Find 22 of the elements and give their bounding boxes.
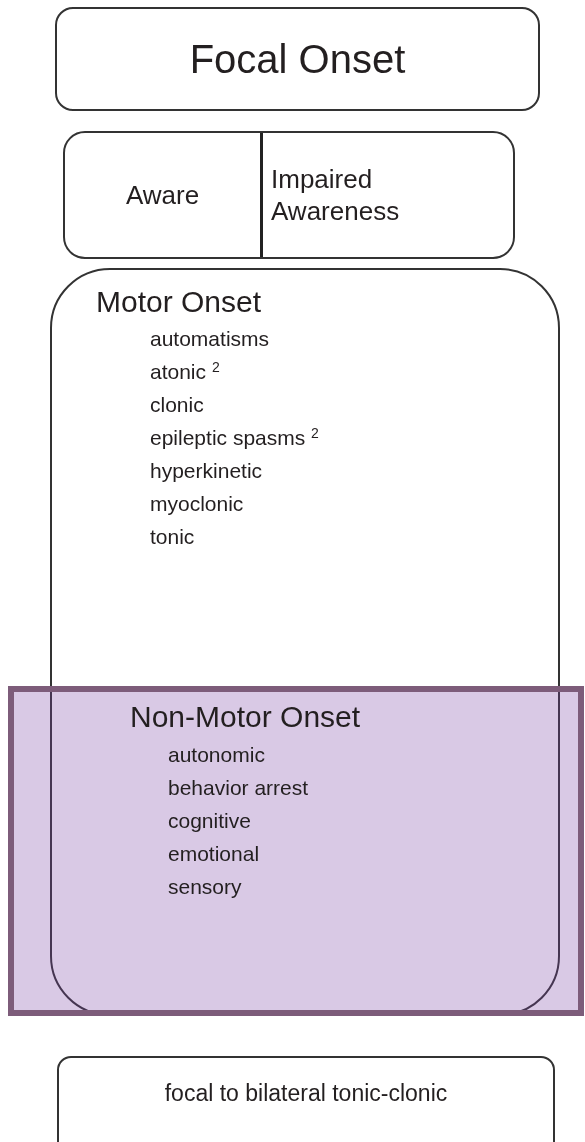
rounded-box xyxy=(55,7,540,111)
list-item: emotional xyxy=(168,841,260,867)
rounded-box xyxy=(57,1056,555,1142)
box-label: Impaired Awareness xyxy=(271,163,401,227)
list-item: autonomic xyxy=(168,742,265,768)
list-item: hyperkinetic xyxy=(150,458,263,484)
section-heading: Non-Motor Onset xyxy=(130,699,361,735)
list-item: myoclonic xyxy=(150,491,244,517)
list-item: automatisms xyxy=(150,326,270,352)
section-heading: Motor Onset xyxy=(96,284,262,320)
list-item: cognitive xyxy=(168,808,251,834)
box-label: focal to bilateral tonic-clonic xyxy=(164,1079,448,1108)
list-item: epileptic spasms $^{2}$ xyxy=(150,424,319,451)
box-label: Aware xyxy=(125,179,200,211)
list-item: sensory xyxy=(168,874,242,900)
list-item: behavior arrest xyxy=(168,775,309,801)
box-title: Focal Onset xyxy=(189,36,406,83)
split-box xyxy=(63,131,515,259)
list-item: tonic xyxy=(150,524,195,550)
shaded-band xyxy=(8,686,584,1016)
list-item: clonic xyxy=(150,392,204,418)
list-item: atonic $^{2}$ xyxy=(150,358,220,385)
